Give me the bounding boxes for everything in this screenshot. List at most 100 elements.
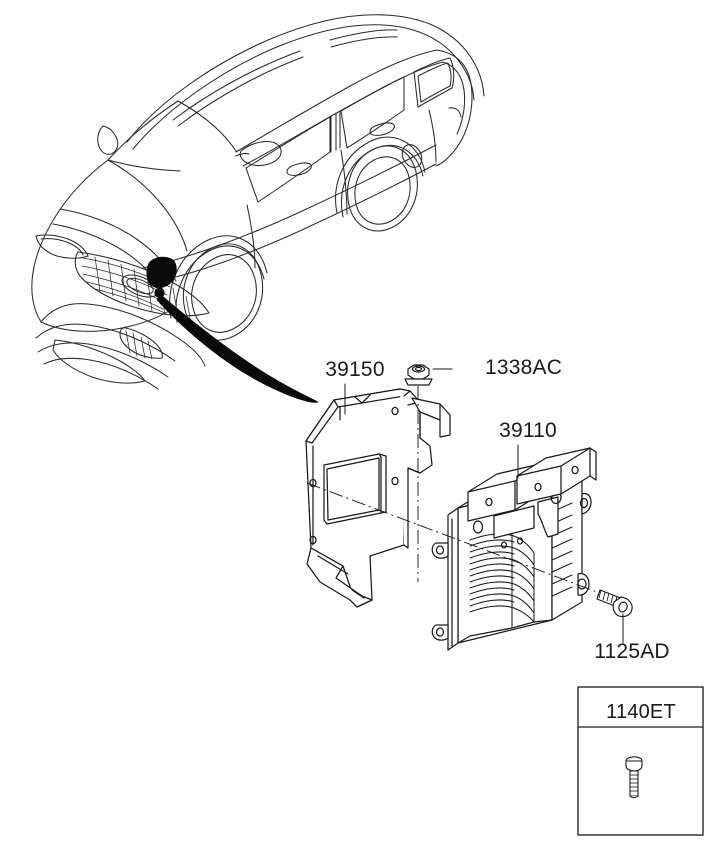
centerline-bracket-ecu-bolt xyxy=(306,482,598,593)
rear-door-cut xyxy=(340,149,348,215)
mirror-arm xyxy=(235,153,250,157)
nut-flange xyxy=(404,378,433,386)
inset-bolt-head-body xyxy=(625,760,643,772)
vehicle-illustration xyxy=(31,14,485,403)
ecu-dot-a xyxy=(500,541,508,549)
part-label-1338AC: 1338AC xyxy=(485,356,562,379)
windshield-base xyxy=(107,159,181,172)
bumper-upper xyxy=(40,303,206,367)
ecu-tab-upper-hole xyxy=(435,545,445,555)
roof-rail-right-b xyxy=(330,36,398,48)
part-engine-control-module xyxy=(431,447,597,651)
bracket-hole-3 xyxy=(391,406,399,416)
rocker-line-lower xyxy=(149,163,437,284)
part-label-1125AD: 1125AD xyxy=(594,640,670,663)
front-door-window xyxy=(245,116,331,203)
ecu-boss-lower-hole xyxy=(577,578,587,590)
beltline-upper xyxy=(235,49,438,153)
ecu-tab-lower-hole xyxy=(435,627,445,637)
brand-emblem-inner xyxy=(126,277,154,295)
ecu-bottom-edge xyxy=(457,619,553,644)
location-pointer-wedge xyxy=(156,293,319,403)
headlight-left-inner xyxy=(40,238,84,256)
bracket-right-arm xyxy=(399,388,433,549)
rear-door-cut-b xyxy=(428,109,437,163)
roof-outline xyxy=(126,14,485,143)
bumper-lower xyxy=(37,342,169,378)
windshield-lower xyxy=(177,100,237,152)
ecu-side-recess xyxy=(537,496,559,538)
inset-bolt-drawing xyxy=(625,756,643,799)
nut-bore xyxy=(414,366,423,372)
fuel-filler-door xyxy=(401,144,423,168)
front-wheel-arch xyxy=(169,235,268,319)
front-wheel-rim xyxy=(191,254,257,333)
rear-wheel-rim xyxy=(354,156,411,225)
ecu-location-marker xyxy=(146,256,177,289)
bracket-leg-crease xyxy=(317,555,349,575)
headlight-left xyxy=(35,234,89,259)
ecu-conn-b-hole-b xyxy=(571,465,579,475)
ecu-tab-upper xyxy=(431,542,449,559)
inset-box-label: 1140ET xyxy=(606,701,676,723)
bracket-cutout-edge xyxy=(378,453,387,514)
rocker-line xyxy=(142,144,437,269)
ecu-conn-b-hole xyxy=(534,482,542,492)
ecu-left-rail xyxy=(447,507,459,651)
fog-lamp-housing xyxy=(119,327,163,359)
ecu-tab-lower xyxy=(431,624,449,641)
rear-door-handle xyxy=(369,122,395,136)
side-mirror xyxy=(239,141,282,166)
bracket-hole-2 xyxy=(309,535,317,545)
hood-left-edge xyxy=(32,159,109,273)
quarter-glass-inner xyxy=(417,62,452,103)
assembly-centerlines xyxy=(306,386,598,593)
ecu-dot-b xyxy=(516,537,524,545)
ecu-conn-a-hole xyxy=(485,497,493,507)
bolt-head-face xyxy=(618,601,628,613)
front-left-corner xyxy=(31,271,42,323)
ecu-hole-front xyxy=(472,520,484,534)
roof-rail-left-b xyxy=(177,56,304,127)
detail-inset-box xyxy=(577,686,704,836)
bracket-leg-foot xyxy=(351,589,365,599)
rear-lamp xyxy=(448,107,462,118)
lower-intake xyxy=(52,339,146,384)
part-ecu-bracket xyxy=(305,388,451,608)
shark-fin-antenna xyxy=(97,125,119,155)
leader-lines xyxy=(344,368,624,644)
ecu-boss-upper-hole xyxy=(579,497,589,509)
bracket-hole-1 xyxy=(309,478,317,488)
front-door-cut xyxy=(246,204,256,269)
rear-quarter-inner xyxy=(442,61,466,135)
rear-wheel-tire xyxy=(347,145,418,232)
part-label-39110: 39110 xyxy=(499,419,557,442)
hood-crease-right xyxy=(107,159,188,252)
bumper-bottom xyxy=(43,357,159,390)
rear-quarter-outline xyxy=(435,49,473,167)
lower-front-edge xyxy=(40,321,123,332)
ecu-cooling-fins xyxy=(469,533,535,623)
ecu-label-plate xyxy=(493,505,535,539)
inset-bolt-tip xyxy=(629,795,639,799)
part-flange-nut xyxy=(404,364,433,386)
inset-bolt-threads xyxy=(630,774,638,792)
front-door-handle xyxy=(286,162,312,176)
front-wheel-arch-inner xyxy=(175,245,265,323)
quarter-glass xyxy=(413,57,455,108)
part-label-39150: 39150 xyxy=(325,358,384,381)
bracket-cutout xyxy=(323,453,382,525)
rear-wheel-arch xyxy=(335,136,426,214)
roof-rail-left xyxy=(172,50,301,121)
bracket-left-fold xyxy=(305,399,339,444)
ecu-conn-b-side xyxy=(589,447,597,481)
fog-lamp-slats xyxy=(125,330,153,360)
rear-wheel-arch-inner xyxy=(340,144,424,218)
rear-door-window xyxy=(340,76,405,149)
bracket-top-notch-b xyxy=(354,394,371,404)
bracket-right-line-b xyxy=(407,467,421,474)
windshield-a-pillar xyxy=(107,100,179,161)
bracket-hole-4 xyxy=(391,476,399,486)
roof-rail-right xyxy=(329,29,398,41)
